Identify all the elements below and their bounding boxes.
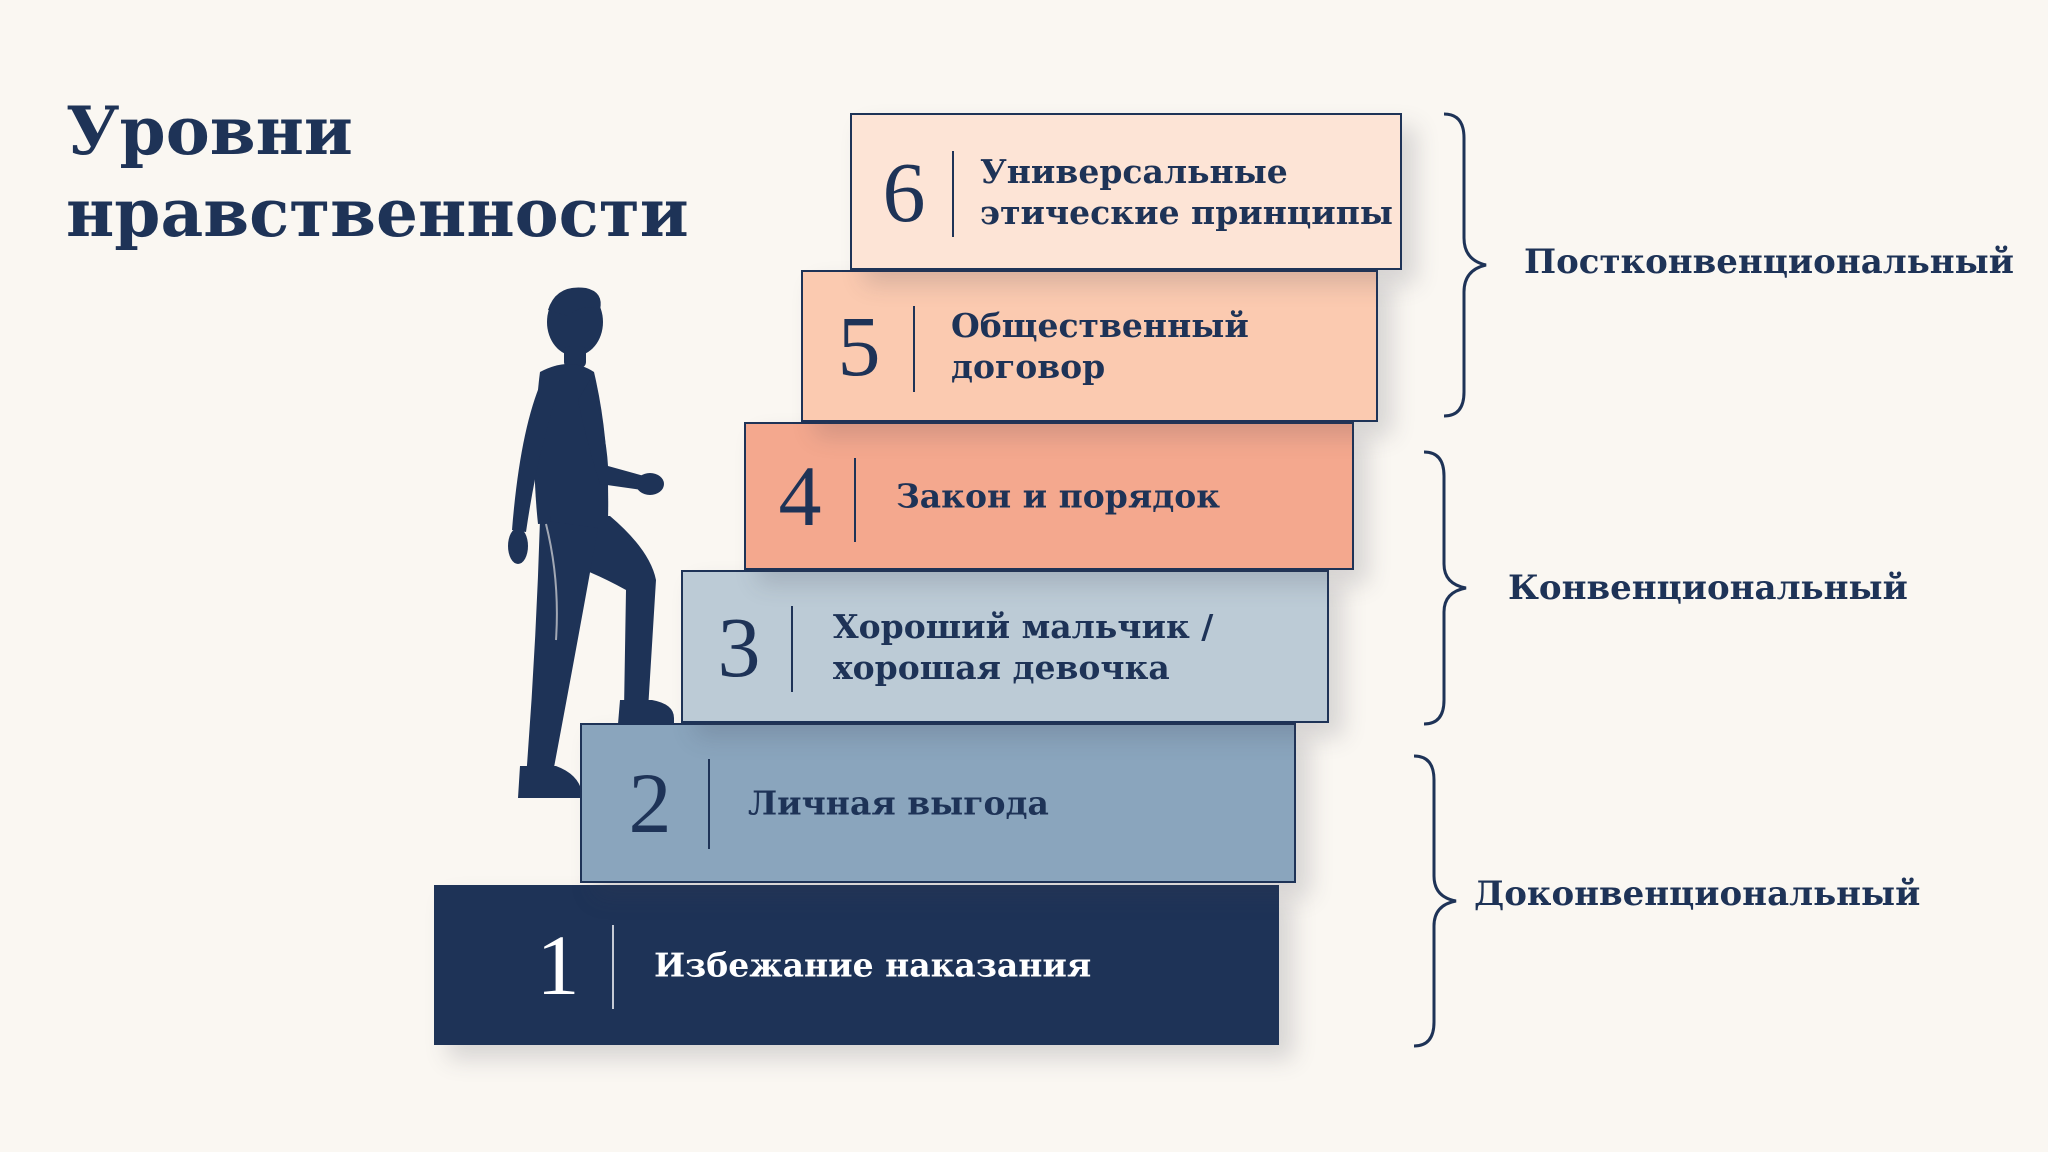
brace-conventional-icon — [1423, 450, 1467, 726]
step-2: 2 Личная выгода — [580, 723, 1296, 883]
step-1-label: Избежание наказания — [654, 945, 1092, 985]
step-1: 1 Избежание наказания — [434, 885, 1279, 1045]
title-line-2: нравственности — [66, 174, 689, 252]
level-label-preconventional: Доконвенциональный — [1474, 874, 1921, 914]
step-4: 4 Закон и порядок — [744, 422, 1354, 570]
step-1-divider — [612, 925, 614, 1009]
step-2-label: Личная выгода — [748, 783, 1049, 823]
step-5-label: Общественный договор — [951, 306, 1249, 386]
step-4-number: 4 — [778, 448, 822, 544]
step-3-divider — [791, 606, 793, 692]
step-5-number: 5 — [837, 298, 881, 394]
step-4-divider — [854, 458, 856, 542]
step-6-number: 6 — [882, 143, 926, 240]
step-2-divider — [708, 759, 710, 849]
level-label-postconventional: Постконвенциональный — [1524, 242, 2014, 282]
brace-preconventional-icon — [1413, 754, 1457, 1048]
step-2-number: 2 — [628, 755, 672, 851]
step-4-label: Закон и порядок — [896, 476, 1221, 516]
level-label-conventional: Конвенциональный — [1508, 568, 1908, 608]
brace-postconventional-icon — [1443, 112, 1487, 418]
step-3-number: 3 — [717, 598, 761, 695]
step-3-label: Хороший мальчик / хорошая девочка — [833, 606, 1214, 687]
step-3: 3 Хороший мальчик / хорошая девочка — [681, 570, 1329, 723]
step-6: 6 Универсальные этические принципы — [850, 113, 1402, 270]
step-5: 5 Общественный договор — [801, 270, 1378, 422]
step-1-number: 1 — [536, 917, 580, 1013]
page-title: Уровни нравственности — [66, 90, 689, 254]
step-5-divider — [913, 306, 915, 392]
step-6-label: Универсальные этические принципы — [980, 151, 1393, 232]
title-line-1: Уровни — [66, 92, 353, 170]
step-6-divider — [952, 151, 954, 237]
person-climbing-stairs-icon — [508, 287, 674, 798]
